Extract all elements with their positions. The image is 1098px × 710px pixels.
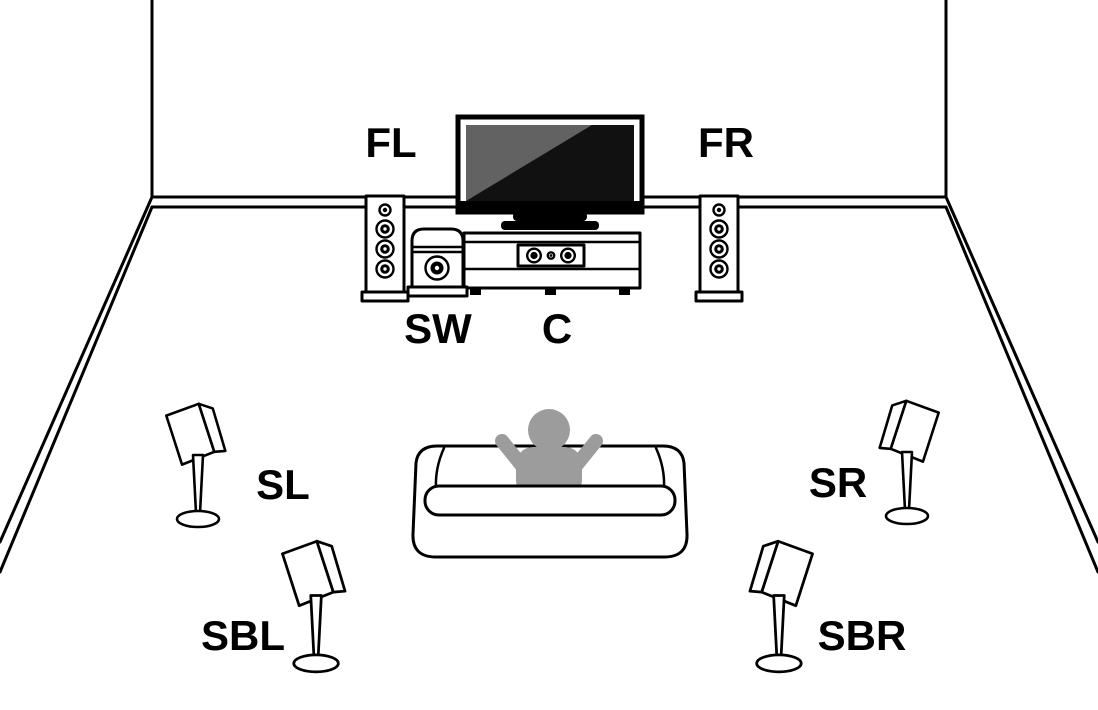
label-subwoofer: SW	[404, 305, 472, 352]
tv	[455, 114, 645, 230]
surround-right-speaker	[877, 396, 942, 526]
label-front-right: FR	[698, 119, 754, 166]
right-floor-line-top	[944, 195, 1098, 544]
cabinet-foot	[545, 288, 556, 295]
front-left-speaker	[360, 194, 410, 303]
tv-stand-neck	[513, 212, 587, 221]
label-front-left: FL	[365, 119, 416, 166]
label-surround-back-left: SBL	[201, 612, 285, 659]
front-right-speaker	[694, 194, 744, 303]
right-floor-line-bottom	[944, 205, 1098, 574]
left-floor-line-bottom	[0, 205, 154, 574]
label-surround-right: SR	[809, 459, 867, 506]
tv-screen-glare	[466, 125, 592, 201]
label-surround-left: SL	[256, 461, 310, 508]
sofa-cushion	[423, 484, 677, 517]
surround-left-speaker	[163, 399, 228, 529]
surround-back-left-speaker	[279, 536, 348, 674]
label-center: C	[542, 305, 572, 352]
center-speaker-tweeter-dome	[549, 254, 553, 257]
surround-back-right-speaker	[747, 536, 816, 674]
left-floor-line-top	[0, 195, 154, 544]
subwoofer	[406, 227, 469, 298]
cabinet-foot	[619, 288, 630, 295]
subwoofer-plinth	[406, 285, 469, 298]
label-surround-back-right: SBR	[818, 612, 907, 659]
tv-stand-base	[501, 221, 599, 230]
sofa-armrest-left-line	[434, 446, 446, 490]
listener-head	[528, 409, 570, 451]
subwoofer-driver-cap	[434, 265, 440, 271]
sofa-armrest-right-line	[654, 446, 666, 490]
cabinet-foot	[470, 288, 481, 295]
tv-bottom-bezel	[458, 201, 642, 212]
sofa	[411, 409, 689, 559]
center-speaker-driver-cone	[564, 251, 572, 260]
center-speaker	[516, 243, 586, 268]
center-speaker-driver-cone	[530, 251, 538, 260]
